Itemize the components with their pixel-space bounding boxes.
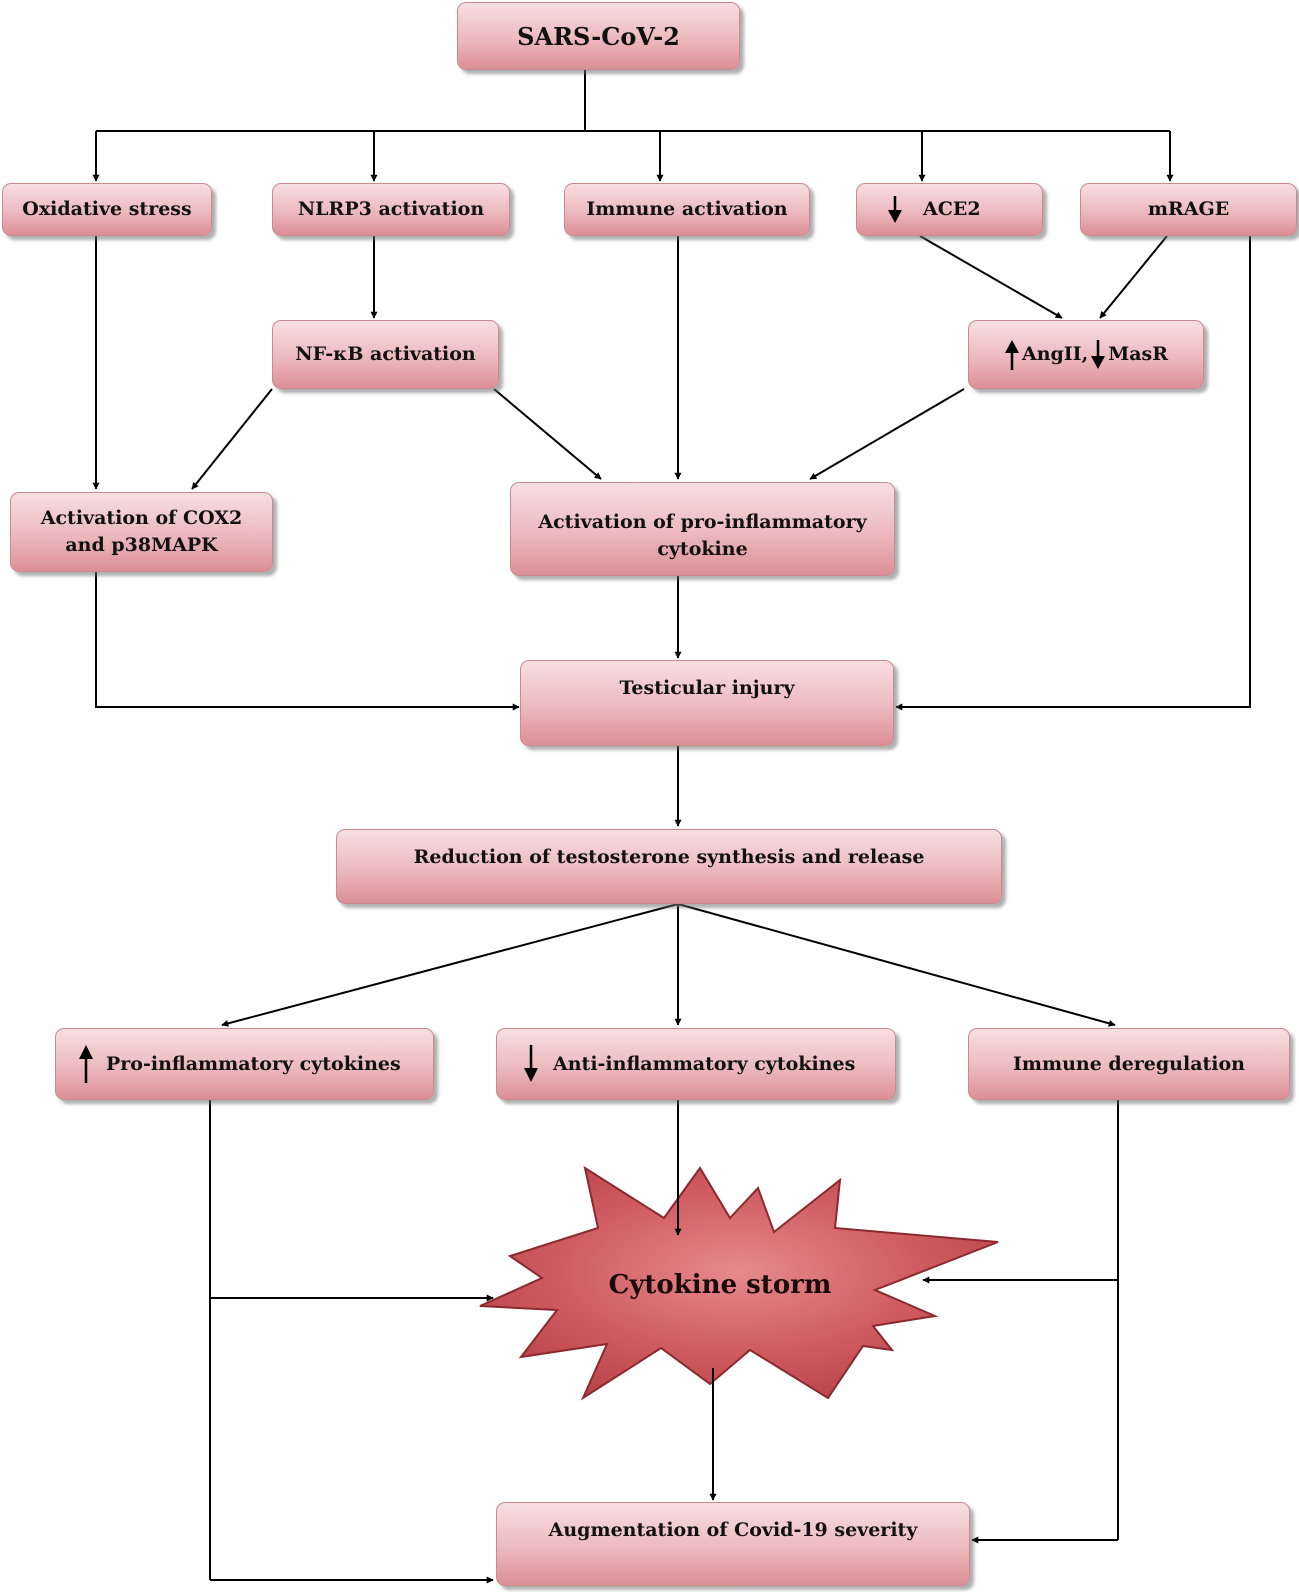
node-ace2: ACE2 — [856, 183, 1043, 236]
node-activation-cox2-line1: Activation of COX2 — [40, 507, 243, 529]
node-oxidative-stress: Oxidative stress — [2, 183, 212, 236]
node-testosterone-reduction-label: Reduction of testosterone synthesis and … — [413, 846, 925, 868]
arrow-mrage-to-ang — [1099, 235, 1168, 319]
node-augmentation-covid-severity-label: Augmentation of Covid-19 severity — [548, 1519, 918, 1541]
node-immune-activation-label: Immune activation — [586, 198, 788, 220]
node-activation-proinflammatory-line2: cytokine — [657, 538, 748, 560]
node-activation-proinflammatory-line1: Activation of pro-inflammatory — [538, 511, 867, 533]
node-nlrp3-activation-label: NLRP3 activation — [297, 198, 485, 220]
down-arrow-icon — [1091, 339, 1106, 369]
arrow-nfkb-to-proinf — [493, 388, 602, 480]
up-arrow-icon — [1004, 339, 1019, 370]
node-immune-activation: Immune activation — [564, 183, 810, 236]
node-pro-inflammatory-cytokines-label: Pro-inflammatory cytokines — [106, 1052, 401, 1075]
cytokine-storm-label: Cytokine storm — [608, 1270, 832, 1300]
arrow-cox2-to-testicular — [95, 572, 520, 711]
node-activation-cox2: Activation of COX2 and p38MAPK — [10, 492, 273, 572]
node-activation-proinflammatory: Activation of pro-inflammatory cytokine — [510, 482, 895, 576]
node-testicular-injury: Testicular injury — [520, 660, 894, 746]
arrow-mrage-to-testicular — [895, 236, 1251, 711]
node-nfkb-activation: NF-κB activation — [272, 320, 499, 389]
cytokine-storm-burst — [479, 1165, 999, 1401]
node-augmentation-covid-severity: Augmentation of Covid-19 severity — [496, 1502, 970, 1586]
node-testosterone-reduction: Reduction of testosterone synthesis and … — [336, 829, 1002, 904]
node-mrage: mRAGE — [1080, 183, 1297, 236]
node-ace2-label: ACE2 — [923, 198, 981, 220]
node-anti-inflammatory-cytokines-label: Anti-inflammatory cytokines — [553, 1052, 856, 1075]
arrow-testosterone-to-dereg — [677, 903, 1116, 1027]
node-sars-cov-2-label: SARS-CoV-2 — [517, 21, 680, 51]
node-mrage-label: mRAGE — [1147, 198, 1230, 220]
up-arrow-icon — [79, 1045, 93, 1083]
arrow-nfkb-to-cox2 — [191, 388, 273, 490]
node-pro-inflammatory-cytokines: Pro-inflammatory cytokines — [55, 1028, 434, 1100]
down-arrow-icon — [524, 1045, 538, 1082]
node-angii-masr: AngII, MasR — [968, 320, 1204, 389]
arrow-ace2-to-ang — [919, 235, 1063, 319]
node-nfkb-activation-label: NF-κB activation — [295, 343, 476, 365]
node-masr-label: MasR — [1108, 343, 1169, 365]
arrow-testosterone-to-pro — [221, 903, 679, 1027]
down-arrow-icon — [888, 195, 902, 223]
node-immune-deregulation-label: Immune deregulation — [1012, 1052, 1245, 1075]
node-sars-cov-2: SARS-CoV-2 — [457, 2, 740, 70]
node-nlrp3-activation: NLRP3 activation — [272, 183, 510, 236]
node-anti-inflammatory-cytokines: Anti-inflammatory cytokines — [496, 1028, 896, 1100]
arrow-ang-to-proinf — [809, 388, 965, 480]
node-testicular-injury-label: Testicular injury — [619, 677, 795, 699]
node-oxidative-stress-label: Oxidative stress — [22, 198, 192, 220]
node-angii-label: AngII, — [1021, 343, 1089, 365]
node-immune-deregulation: Immune deregulation — [968, 1028, 1290, 1100]
node-activation-cox2-line2: and p38MAPK — [65, 534, 218, 556]
